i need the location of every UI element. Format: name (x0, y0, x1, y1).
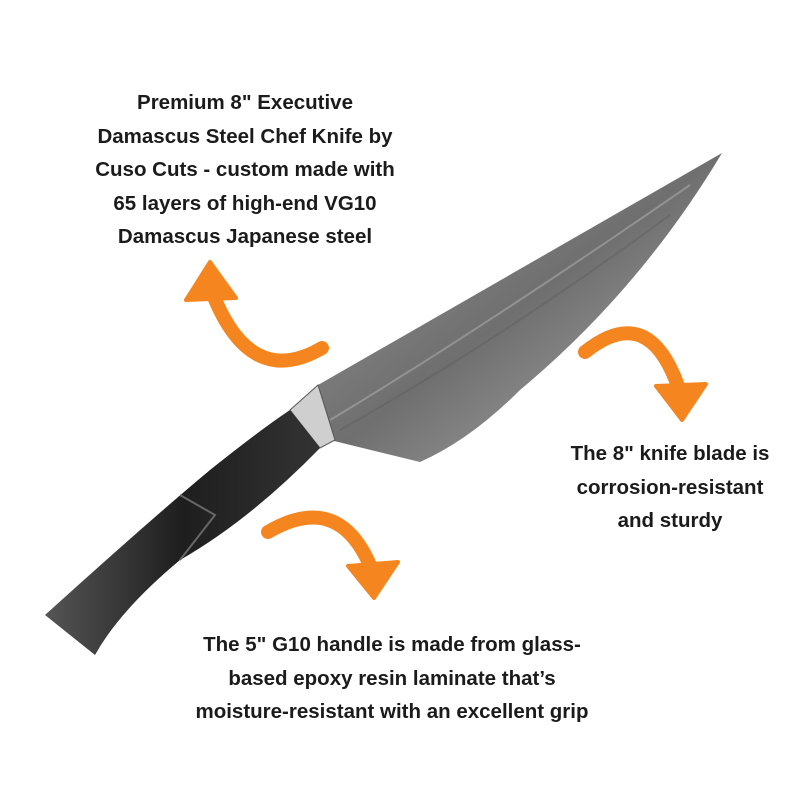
knife-handle (45, 410, 320, 655)
caption-line: Damascus Japanese steel (117, 225, 373, 248)
title-caption: Premium 8" Executive Damascus Steel Chef… (45, 86, 445, 254)
knife-blade (318, 153, 722, 462)
handle-caption: The 5" G10 handle is made from glass- ba… (142, 628, 642, 729)
caption-line: and sturdy (617, 509, 723, 532)
arrow-to-blade (578, 326, 708, 422)
caption-line: corrosion-resistant (576, 475, 764, 499)
caption-line: 65 layers of high-end VG10 (113, 191, 377, 215)
caption-line: The 8" knife blade is (570, 442, 770, 465)
caption-line: Cuso Cuts - custom made with (95, 158, 395, 181)
caption-line: based epoxy resin laminate that’s (228, 666, 556, 690)
caption-line: Damascus Steel Chef Knife by (97, 124, 393, 148)
caption-line: moisture-resistant with an excellent gri… (195, 700, 589, 723)
arrow-to-title (184, 260, 329, 368)
arrow-to-handle (261, 510, 400, 600)
blade-caption: The 8" knife blade is corrosion-resistan… (540, 437, 800, 538)
caption-line: The 5" G10 handle is made from glass- (203, 633, 581, 656)
caption-line: Premium 8" Executive (137, 91, 353, 114)
